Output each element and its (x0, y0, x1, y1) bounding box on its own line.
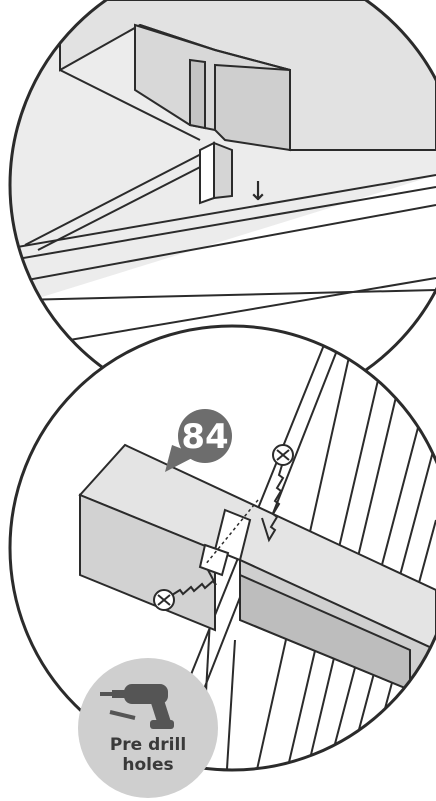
note-badge (78, 658, 218, 798)
note-line2: holes (122, 755, 173, 775)
arrow-down-icon: ↓ (247, 177, 269, 207)
pre-drill-note: Pre drill holes (78, 658, 218, 798)
bottom-detail-view: 84 (10, 326, 436, 801)
block-notch (190, 60, 205, 128)
block-front-face (215, 65, 290, 150)
note-line1: Pre drill (110, 735, 186, 755)
part-number: 84 (181, 417, 228, 457)
slot-piece-side (214, 143, 232, 198)
rail-line (20, 290, 436, 300)
slot-piece (200, 143, 214, 203)
